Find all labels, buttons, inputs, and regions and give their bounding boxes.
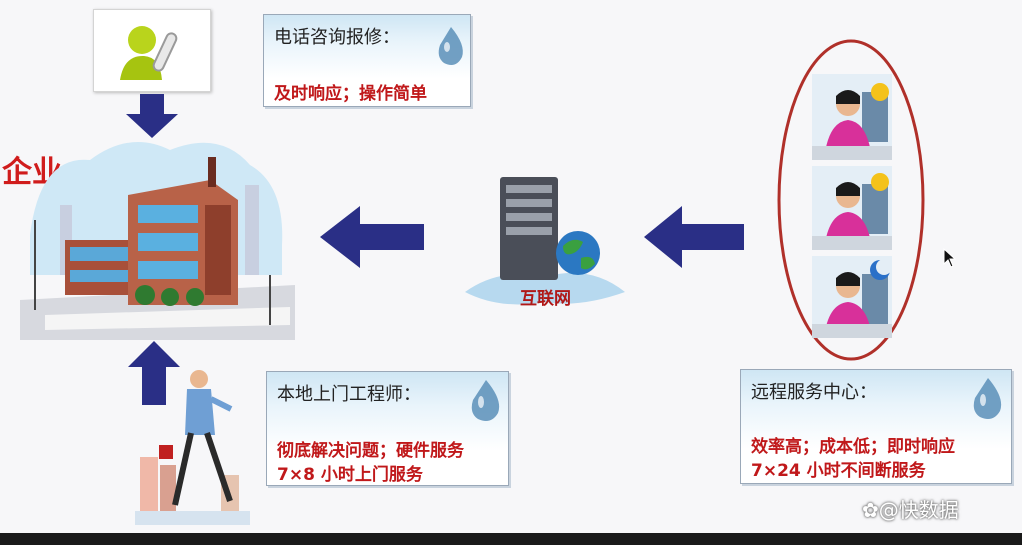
arrow-left-center: [320, 206, 424, 268]
phone-user-icon: [120, 26, 178, 80]
cloud-base: [465, 272, 625, 305]
bottom-bar: [0, 533, 1022, 545]
building-icon: [20, 142, 295, 340]
remote-service-title: 远程服务中心：: [751, 382, 877, 403]
paw-icon: ✿: [862, 498, 879, 522]
phone-service-title: 电话咨询报修：: [274, 27, 400, 48]
water-drop-icon: [438, 27, 463, 65]
phone-service-line-1: 及时响应；操作简单: [274, 84, 427, 104]
phone-service-card: 电话咨询报修： 及时响应；操作简单: [263, 14, 471, 107]
engineer-service-card: 本地上门工程师： 彻底解决问题；硬件服务 7×8 小时上门服务: [266, 371, 509, 486]
server-icon: [500, 177, 558, 280]
sun-icon: [871, 173, 889, 191]
internet-label: 互联网: [520, 289, 571, 309]
arrow-down-top: [126, 94, 178, 138]
engineer-service-line-1: 彻底解决问题；硬件服务: [277, 441, 464, 461]
walking-man-icon: [135, 370, 250, 525]
operator-icon: [812, 166, 892, 250]
sun-icon: [871, 83, 889, 101]
watermark-text: @快数据: [878, 498, 959, 522]
mouse-cursor-icon: [943, 248, 957, 268]
engineer-service-line-2: 7×8 小时上门服务: [277, 465, 423, 485]
globe-icon: [556, 231, 600, 275]
arrow-left-right: [644, 206, 744, 268]
watermark: ✿@快数据: [862, 494, 959, 523]
remote-service-line-1: 效率高；成本低；即时响应: [751, 437, 955, 457]
engineer-service-title: 本地上门工程师：: [277, 384, 421, 405]
water-drop-icon: [973, 378, 1002, 419]
remote-service-card: 远程服务中心： 效率高；成本低；即时响应 7×24 小时不间断服务: [740, 369, 1012, 484]
arrow-up-bottom: [128, 341, 180, 405]
operators-ellipse: [777, 39, 925, 361]
water-drop-icon: [471, 380, 500, 421]
remote-service-line-2: 7×24 小时不间断服务: [751, 461, 926, 481]
moon-icon: [870, 259, 892, 280]
phone-user-icon-box: [93, 9, 211, 92]
